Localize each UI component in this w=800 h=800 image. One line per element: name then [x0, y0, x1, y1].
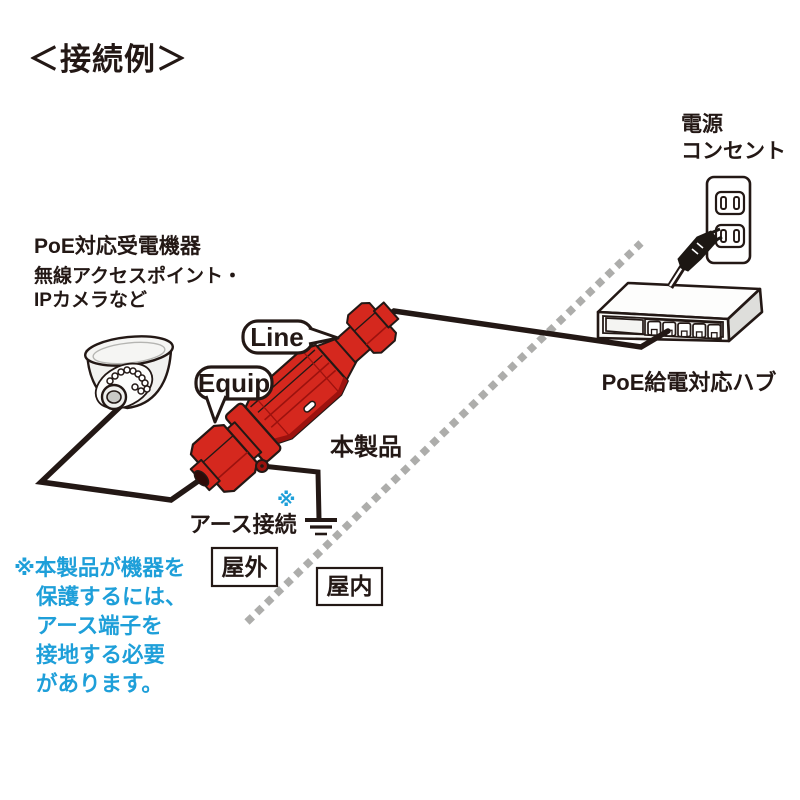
zone-outdoor: 屋外: [210, 546, 279, 588]
camera-lens: [106, 390, 122, 404]
plug-prong: [713, 235, 723, 243]
rj45-notch: [710, 332, 718, 339]
product-label: 本製品: [330, 433, 402, 461]
note-line: 保護するには、: [35, 584, 187, 609]
device-vent-slot: [303, 400, 317, 413]
ground-symbol-icon: [305, 518, 337, 536]
camera-led-cluster: [106, 366, 151, 395]
equip-callout-bubble: [194, 365, 274, 401]
rj45-notch: [650, 328, 658, 336]
power-outlet-illustration: 電源 コンセント: [681, 113, 786, 265]
outdoor-label: 屋外: [222, 554, 268, 580]
ground-connection: ※ アース接続: [189, 463, 337, 537]
line-port-callout: Line: [241, 319, 340, 355]
outlet-slot: [733, 196, 740, 210]
zone-indoor: 屋内: [315, 566, 384, 607]
device-line-tip: [372, 301, 400, 329]
device-ground-screw-center: [260, 464, 264, 468]
powered-device-sub2: IPカメラなど: [34, 289, 147, 311]
power-plug-illustration: [667, 227, 723, 289]
outlet-slot: [733, 229, 740, 243]
plug-ridge: [691, 248, 699, 255]
hub-blank-panel: [605, 317, 644, 335]
equip-callout-label: Equip: [198, 368, 270, 398]
outlet-label-line2: コンセント: [681, 140, 786, 163]
ground-wire: [261, 463, 322, 520]
page-title: ＜接続例＞: [28, 42, 188, 77]
note-line: アース端子を: [36, 614, 163, 638]
indoor-label: 屋内: [327, 573, 373, 599]
ground-label: アース接続: [189, 512, 297, 537]
dome-camera-illustration: [84, 335, 174, 411]
indoor-box: [315, 566, 384, 607]
plug-ridge: [696, 242, 704, 249]
device-line-nut: [346, 301, 398, 354]
plug-body: [677, 230, 719, 272]
outdoor-box: [210, 546, 279, 588]
line-callout-tail: [308, 326, 340, 346]
note-line: があります。: [36, 671, 163, 696]
equip-callout-tail: [204, 395, 228, 424]
surge-protector-illustration: 本製品: [189, 301, 402, 493]
note-line: 接地する必要: [36, 642, 165, 667]
ground-caution-note: ※本製品が機器を 保護するには、 アース端子を 接地する必要 があります。: [14, 555, 187, 696]
note-line: ※本製品が機器を: [14, 555, 185, 580]
outlet-plate: [705, 175, 752, 265]
poe-hub-illustration: PoE給電対応ハブ: [596, 281, 777, 395]
ground-note-mark: ※: [277, 490, 295, 511]
powered-device-caption: PoE対応受電機器 無線アクセスポイント・ IPカメラなど: [34, 234, 242, 311]
outlet-slot: [720, 229, 727, 243]
line-callout-label: Line: [250, 322, 303, 352]
hub-label: PoE給電対応ハブ: [602, 370, 777, 395]
powered-device-heading: PoE対応受電機器: [34, 234, 202, 258]
cable-camera-to-equip: [34, 400, 207, 503]
outdoor-indoor-divider: [244, 240, 644, 625]
outlet-slot: [720, 196, 727, 210]
device-equip-opening: [193, 470, 210, 487]
rj45-notch: [695, 331, 703, 339]
rj45-notch: [680, 330, 688, 338]
equip-port-callout: Equip: [194, 365, 274, 424]
plug-prong: [710, 227, 721, 235]
outlet-label-line1: 電源: [681, 113, 723, 136]
powered-device-sub1: 無線アクセスポイント・: [34, 264, 242, 287]
